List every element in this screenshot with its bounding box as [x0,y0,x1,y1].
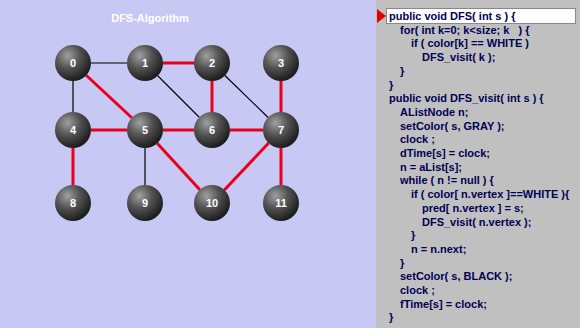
vertex-number: 10 [206,197,218,209]
code-line: fTime[s] = clock; [400,297,487,311]
graph-vertex: 4 [55,112,91,148]
code-line: n = n.next; [411,242,466,256]
code-line: } [389,78,393,92]
code-line: } [400,64,404,78]
vertex-number: 2 [209,57,215,69]
graph-vertex: 8 [55,185,91,221]
code-line: clock ; [400,283,435,297]
tree-edge [157,143,200,189]
graph-vertex: 1 [127,45,163,81]
graph-vertex: 5 [127,112,163,148]
tree-edge [211,81,214,112]
tree-edge [224,143,268,190]
tree-edge [280,81,283,112]
line-pointer [377,9,386,23]
vertex-number: 11 [275,197,287,209]
graph-vertex: 7 [263,112,299,148]
code-line: setColor( s, GRAY ); [400,119,505,133]
tree-edge [163,62,194,65]
vertex-number: 6 [209,124,215,136]
vertex-number: 5 [142,124,148,136]
vertex-number: 1 [142,57,148,69]
diagram-title: DFS-Algorithm [0,12,300,24]
tree-edge [86,75,132,117]
tree-edge [230,129,263,132]
graph-vertex: 2 [194,45,230,81]
code-line: public void DFS_visit( int s ) { [389,91,544,105]
graph-vertex: 10 [194,185,230,221]
graph-vertex: 11 [263,185,299,221]
code-line: dTime[s] = clock; [400,146,490,160]
graph-edge [144,148,145,185]
graph-vertex: 9 [127,185,163,221]
code-line: } [411,228,415,242]
code-line: while ( n != null ) { [400,173,494,187]
graph-vertex: 0 [55,45,91,81]
tree-edge [91,129,127,132]
vertex-number: 8 [70,197,76,209]
tree-edge [72,148,75,185]
code-line: clock ; [400,132,435,146]
code-line: DFS_visit( k ); [422,50,495,64]
vertex-number: 9 [142,197,148,209]
code-line: n = aList[s]; [400,160,462,174]
code-line: setColor( s, BLACK ); [400,269,512,283]
vertex-number: 7 [278,124,284,136]
code-line: public void DFS( int s ) { [389,9,516,23]
tree-edge [163,129,194,132]
graph-vertex: 6 [194,112,230,148]
vertex-number: 4 [70,124,76,136]
code-line: for( int k=0; k<size; k ) { [400,23,530,37]
vertex-number: 0 [70,57,76,69]
graph-edge [72,81,73,112]
graph-edge [225,76,268,118]
code-line: if ( color[k] == WHITE ) [411,36,529,50]
graph-edge [91,62,127,63]
vertex-number: 3 [278,57,284,69]
code-line: pred[ n.vertex ] = s; [422,201,524,215]
code-line: if ( color[ n.vertex ]==WHITE ){ [411,187,569,201]
graph-vertex: 3 [263,45,299,81]
code-line: } [400,256,404,270]
graph-panel [0,0,376,328]
code-line: DFS_visit( n.vertex ); [422,215,531,229]
graph-edge [158,76,200,118]
tree-edge [280,148,283,185]
code-line: AListNode n; [400,105,468,119]
code-line: } [389,310,393,324]
